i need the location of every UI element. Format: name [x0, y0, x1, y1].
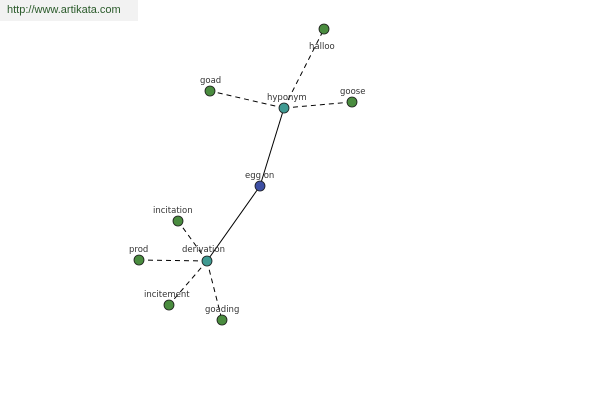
edge-derivation-goading — [206, 260, 223, 321]
node-goose-dot[interactable] — [346, 96, 358, 108]
node-halloo[interactable]: halloo — [309, 23, 335, 52]
node-goose[interactable]: goose — [340, 87, 365, 108]
node-derivation[interactable]: derivation — [182, 245, 225, 267]
node-goading-dot[interactable] — [216, 314, 228, 326]
node-goading[interactable]: goading — [205, 305, 239, 326]
node-prod-label: prod — [129, 245, 148, 255]
node-egg-on[interactable]: egg on — [245, 171, 274, 192]
node-derivation-dot[interactable] — [201, 255, 213, 267]
node-egg-on-label: egg on — [245, 171, 274, 181]
node-halloo-label: halloo — [309, 42, 335, 52]
node-incitation-dot[interactable] — [172, 215, 184, 227]
node-halloo-dot[interactable] — [318, 23, 330, 35]
node-goose-label: goose — [340, 87, 365, 97]
edge-derivation-incitation — [177, 220, 208, 262]
edge-egg-on-hyponym — [259, 107, 285, 187]
url-banner[interactable]: http://www.artikata.com — [0, 0, 138, 21]
nodes-layer: egg on hyponym derivation halloo goad goose in… — [129, 23, 365, 326]
edge-derivation-incitement — [168, 260, 208, 306]
edge-hyponym-halloo — [283, 28, 325, 109]
node-prod[interactable]: prod — [129, 245, 148, 266]
edge-egg-on-derivation — [206, 185, 261, 262]
edges-layer — [138, 28, 353, 321]
node-incitement[interactable]: incitement — [144, 290, 190, 311]
edge-hyponym-goose — [283, 101, 353, 109]
node-incitation[interactable]: incitation — [153, 206, 193, 227]
node-goad[interactable]: goad — [200, 76, 221, 97]
edge-hyponym-goad — [209, 90, 285, 109]
node-goad-label: goad — [200, 76, 221, 86]
node-incitement-dot[interactable] — [163, 299, 175, 311]
node-hyponym[interactable]: hyponym — [267, 93, 307, 114]
node-hyponym-dot[interactable] — [278, 102, 290, 114]
site-url-link[interactable]: http://www.artikata.com — [7, 4, 121, 16]
edge-derivation-prod — [138, 259, 208, 262]
node-goading-label: goading — [205, 305, 239, 315]
node-prod-dot[interactable] — [133, 254, 145, 266]
node-goad-dot[interactable] — [204, 85, 216, 97]
node-derivation-label: derivation — [182, 245, 225, 255]
node-incitation-label: incitation — [153, 206, 193, 216]
node-incitement-label: incitement — [144, 290, 190, 300]
node-egg-on-dot[interactable] — [254, 180, 266, 192]
node-hyponym-label: hyponym — [267, 93, 307, 103]
